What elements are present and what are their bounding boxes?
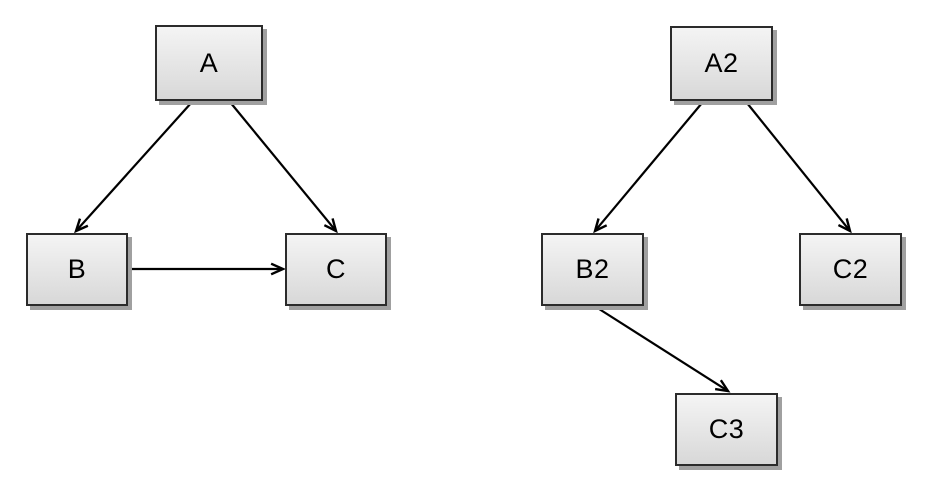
- edge-line: [229, 101, 336, 231]
- edge-line: [595, 102, 703, 231]
- node-label: C2: [832, 254, 869, 284]
- arrowhead-open: [593, 218, 608, 234]
- edge-a2-to-c2: [746, 102, 852, 234]
- arrowhead-open: [270, 262, 286, 276]
- edge-line: [595, 306, 727, 391]
- arrowhead-open: [323, 218, 338, 234]
- node-b2[interactable]: B2: [541, 233, 644, 306]
- node-label: C3: [708, 414, 745, 444]
- edge-a-to-c: [229, 101, 338, 234]
- node-a[interactable]: A: [155, 25, 263, 101]
- arrowhead-open: [837, 218, 852, 234]
- edge-line: [746, 102, 850, 231]
- node-c[interactable]: C: [285, 233, 387, 306]
- edge-b-to-c: [129, 262, 286, 276]
- edge-a2-to-b2: [593, 102, 703, 234]
- node-c3[interactable]: C3: [675, 393, 778, 466]
- node-label: C: [326, 254, 346, 284]
- node-b[interactable]: B: [26, 233, 128, 306]
- node-label: A2: [704, 48, 739, 78]
- node-label: A: [199, 47, 219, 78]
- arrowhead-open: [74, 218, 89, 234]
- edge-b2-to-c3: [595, 306, 731, 393]
- edge-line: [76, 101, 193, 231]
- node-a2[interactable]: A2: [670, 26, 773, 101]
- node-label: B2: [575, 254, 610, 284]
- node-label: B: [67, 254, 87, 284]
- arrowhead-open: [714, 379, 731, 393]
- edge-a-to-b: [74, 101, 193, 234]
- node-c2[interactable]: C2: [799, 233, 902, 306]
